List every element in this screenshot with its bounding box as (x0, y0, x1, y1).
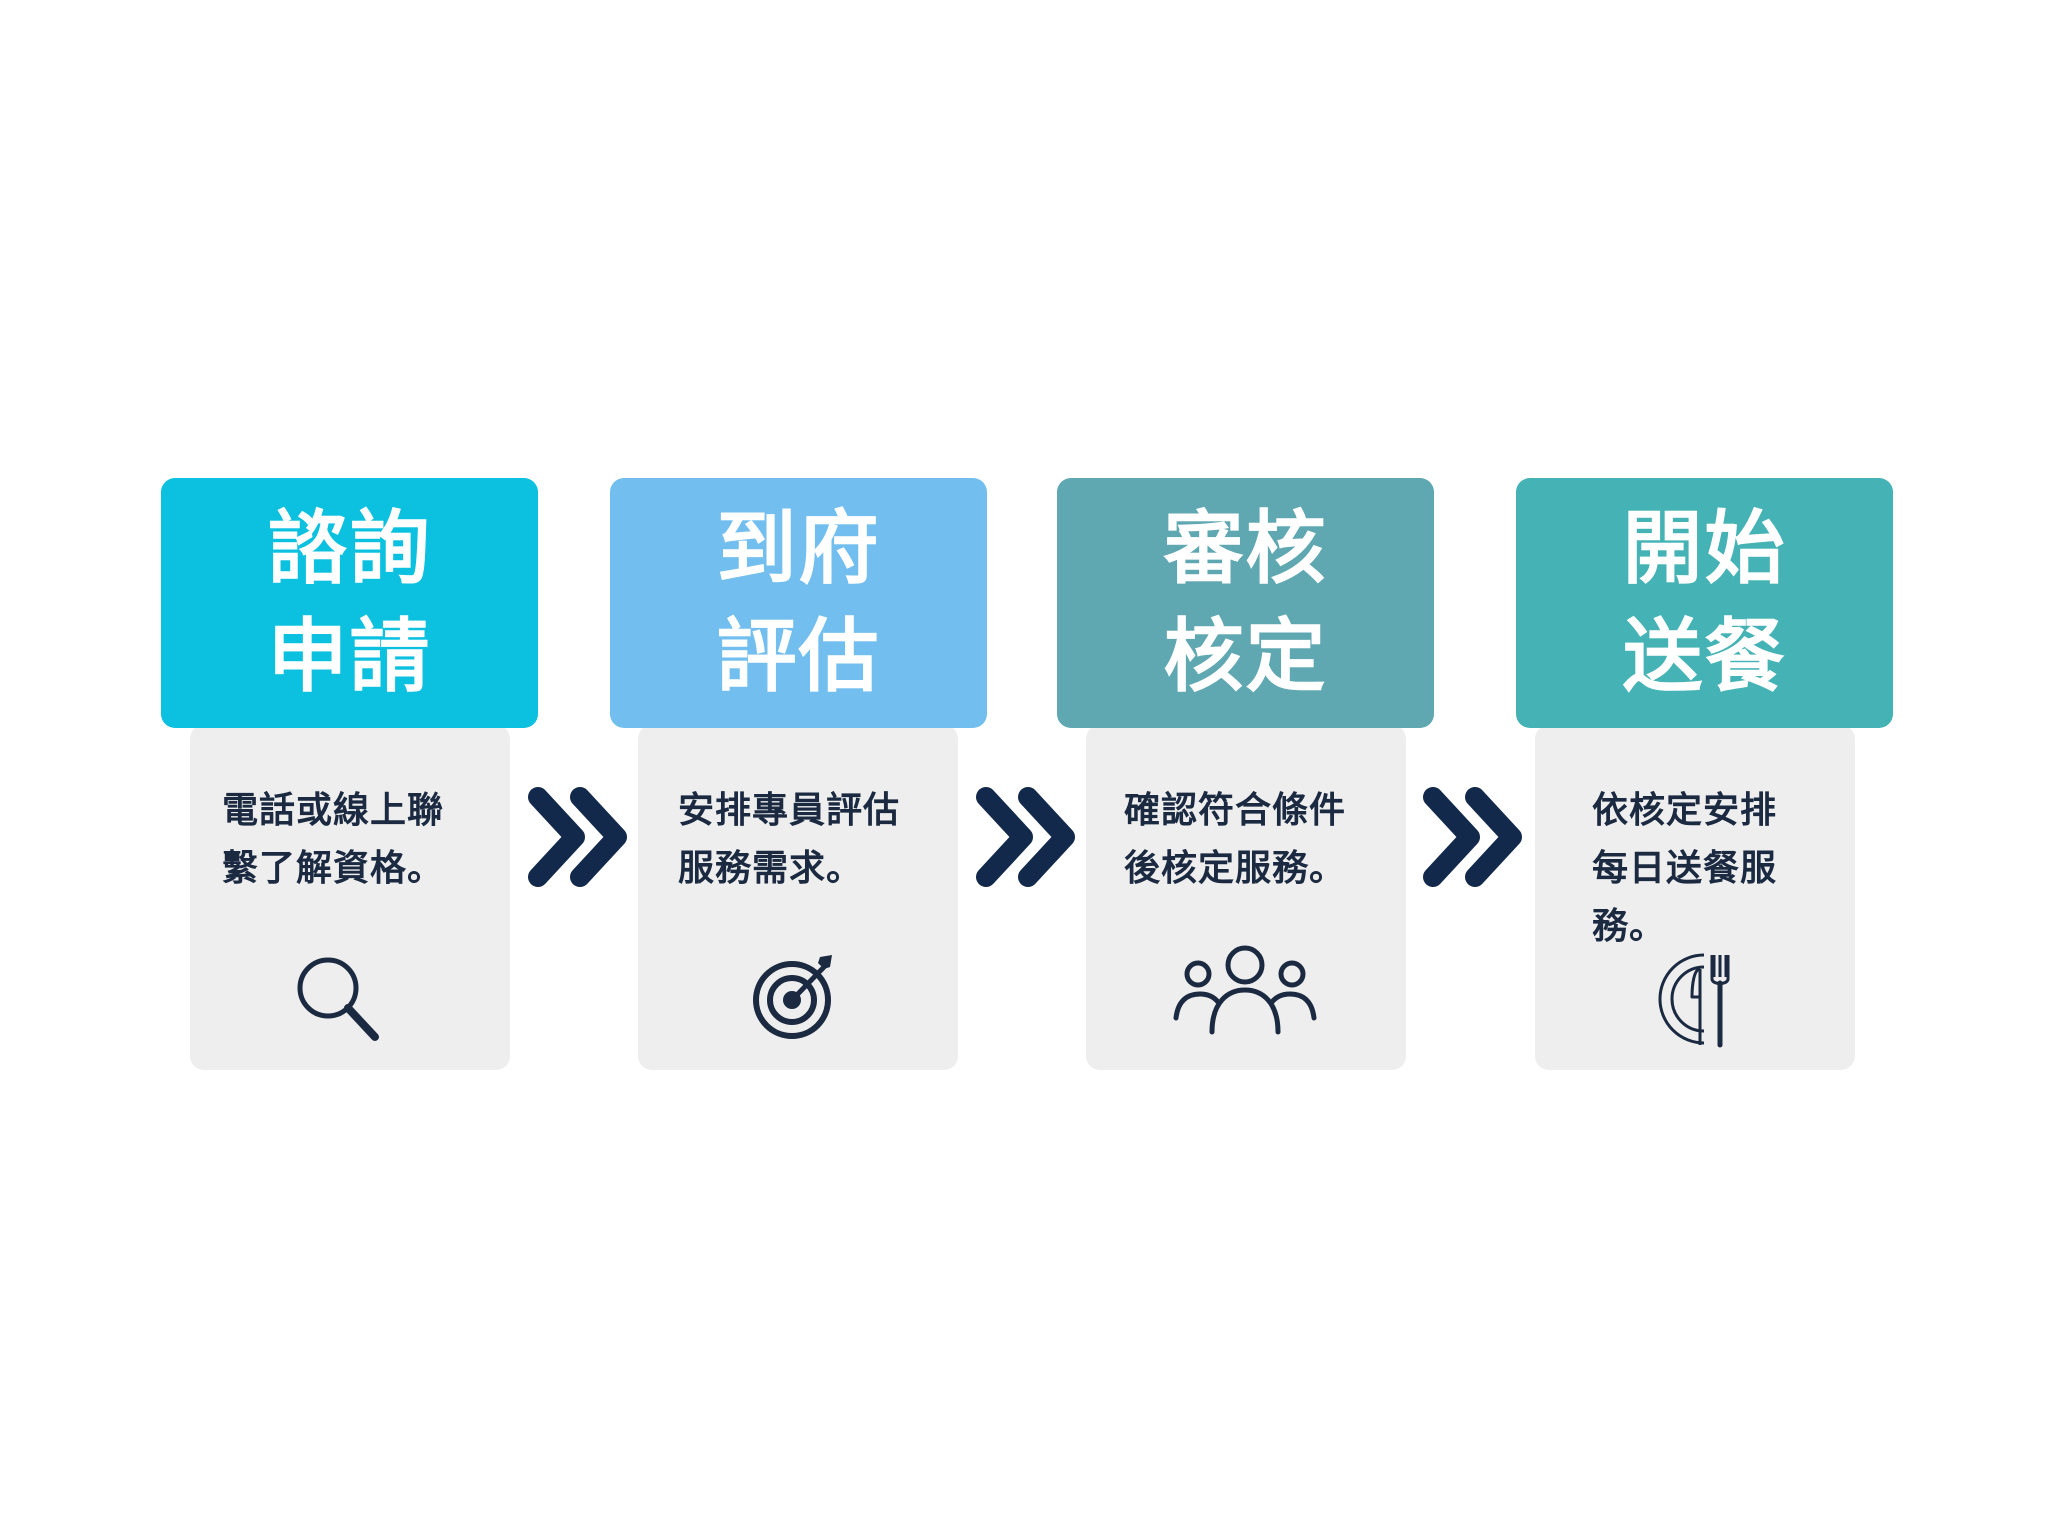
step-3-title-line2: 核定 (1163, 610, 1328, 703)
step-4-description: 依核定安排 每日送餐服 務。 (1592, 782, 1862, 956)
step-3-description: 確認符合條件 後核定服務。 (1124, 782, 1394, 898)
magnifier-icon (297, 957, 379, 1041)
step-1-description: 電話或線上聯 繫了解資格。 (222, 782, 492, 898)
step-2-description: 安排專員評估 服務需求。 (678, 782, 948, 898)
step-4-title-line2: 送餐 (1622, 610, 1787, 703)
step-4-title-line1: 開始 (1622, 502, 1787, 595)
chevron-double-right-icon (1423, 787, 1522, 887)
step-2-header: 到府 評估 (610, 478, 987, 728)
plate-fork-knife-icon (1658, 953, 1730, 1048)
step-2-desc-line2: 服務需求。 (678, 848, 864, 889)
step-3-card (1086, 725, 1406, 1070)
step-4-header: 開始 送餐 (1516, 478, 1893, 728)
step-3-header: 審核 核定 (1057, 478, 1434, 728)
step-4-desc-line3: 務。 (1592, 906, 1667, 947)
chevron-double-right-icon (528, 787, 627, 887)
step-1-header: 諮詢 申請 (161, 478, 538, 728)
step-3-desc-line1: 確認符合條件 (1124, 790, 1347, 831)
step-2-card (638, 725, 958, 1070)
group-icon (1173, 945, 1317, 1035)
step-4-card (1535, 725, 1855, 1070)
step-1-desc-line2: 繫了解資格。 (222, 848, 445, 889)
step-1-title-line1: 諮詢 (267, 502, 432, 595)
step-3-desc-line2: 後核定服務。 (1124, 848, 1347, 889)
step-2-desc-line1: 安排專員評估 (678, 790, 901, 831)
step-1-desc-line1: 電話或線上聯 (222, 790, 445, 831)
target-icon (753, 955, 832, 1039)
step-4-desc-line1: 依核定安排 (1592, 790, 1778, 831)
chevron-double-right-icon (976, 787, 1075, 887)
step-1-title-line2: 申請 (267, 610, 432, 703)
step-2-title-line2: 評估 (716, 610, 881, 703)
step-4-desc-line2: 每日送餐服 (1592, 848, 1778, 889)
step-2-title-line1: 到府 (716, 502, 881, 595)
step-3-title-line1: 審核 (1163, 502, 1328, 595)
